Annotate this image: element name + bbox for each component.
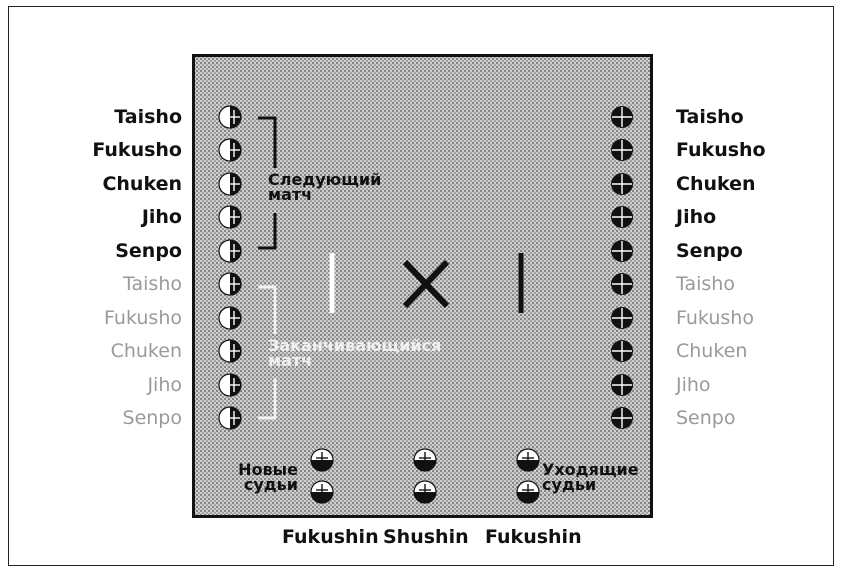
right-taisho-label: Taisho xyxy=(676,106,744,128)
referee-icon xyxy=(516,480,540,504)
right-chuken-label: Chuken xyxy=(676,173,756,195)
left-senpo-label-finished: Senpo xyxy=(122,407,182,429)
red-team-players xyxy=(611,106,633,429)
left-fukusho-label: Fukusho xyxy=(92,139,182,161)
right-senpo-label: Senpo xyxy=(676,240,743,262)
left-fukusho-label-finished: Fukusho xyxy=(104,307,182,329)
right-fukusho-label-finished: Fukusho xyxy=(676,307,754,329)
white-player-icon xyxy=(218,272,242,296)
right-chuken-label-finished: Chuken xyxy=(676,340,748,362)
next-match-bracket-bottom xyxy=(258,213,277,250)
red-player-icon xyxy=(611,307,633,329)
red-player-icon xyxy=(611,139,633,161)
leaving-referees-label: Уходящие судьи xyxy=(542,460,639,494)
white-team-players xyxy=(218,105,242,430)
red-player-icon xyxy=(611,240,633,262)
red-player-icon xyxy=(611,273,633,295)
red-player-icon xyxy=(611,206,633,228)
referees xyxy=(310,448,540,504)
white-player-icon xyxy=(218,172,242,196)
diagram-frame xyxy=(8,6,834,566)
referee-icon xyxy=(516,448,540,472)
right-fukusho-label: Fukusho xyxy=(676,139,766,161)
white-player-icon xyxy=(218,406,242,430)
red-player-icon xyxy=(611,106,633,128)
next-match-bracket-top xyxy=(258,116,277,168)
right-taisho-label-finished: Taisho xyxy=(676,273,735,295)
next-match-label: Следующий матч xyxy=(268,170,382,204)
white-player-icon xyxy=(218,105,242,129)
white-player-icon xyxy=(218,339,242,363)
red-player-icon xyxy=(611,407,633,429)
referee-icon xyxy=(413,480,437,504)
fukushin-left-label: Fukushin xyxy=(282,526,379,548)
finishing-match-bracket-bottom xyxy=(258,378,277,420)
shushin-label: Shushin xyxy=(383,526,469,548)
right-jiho-label-finished: Jiho xyxy=(676,374,711,396)
left-jiho-label-finished: Jiho xyxy=(147,374,182,396)
white-player-icon xyxy=(218,205,242,229)
left-senpo-label: Senpo xyxy=(115,240,182,262)
left-taisho-label: Taisho xyxy=(114,106,182,128)
white-player-icon xyxy=(218,306,242,330)
new-referees-label: Новые судьи xyxy=(238,460,298,494)
referee-icon xyxy=(310,480,334,504)
left-taisho-label-finished: Taisho xyxy=(123,273,182,295)
referee-icon xyxy=(413,448,437,472)
right-senpo-label-finished: Senpo xyxy=(676,407,736,429)
center-x-mark-b xyxy=(402,259,450,309)
fukushin-right-label: Fukushin xyxy=(485,526,582,548)
shiai-court xyxy=(192,54,653,518)
finishing-match-label: Заканчивающийся матч xyxy=(268,336,442,370)
red-player-icon xyxy=(611,173,633,195)
left-chuken-label: Chuken xyxy=(102,173,182,195)
finishing-match-bracket-top xyxy=(258,285,277,334)
left-chuken-label-finished: Chuken xyxy=(110,340,182,362)
left-jiho-label: Jiho xyxy=(141,206,182,228)
referee-icon xyxy=(310,448,334,472)
right-jiho-label: Jiho xyxy=(676,206,717,228)
red-player-icon xyxy=(611,374,633,396)
white-player-icon xyxy=(218,239,242,263)
red-player-icon xyxy=(611,340,633,362)
white-player-icon xyxy=(218,373,242,397)
white-player-icon xyxy=(218,138,242,162)
